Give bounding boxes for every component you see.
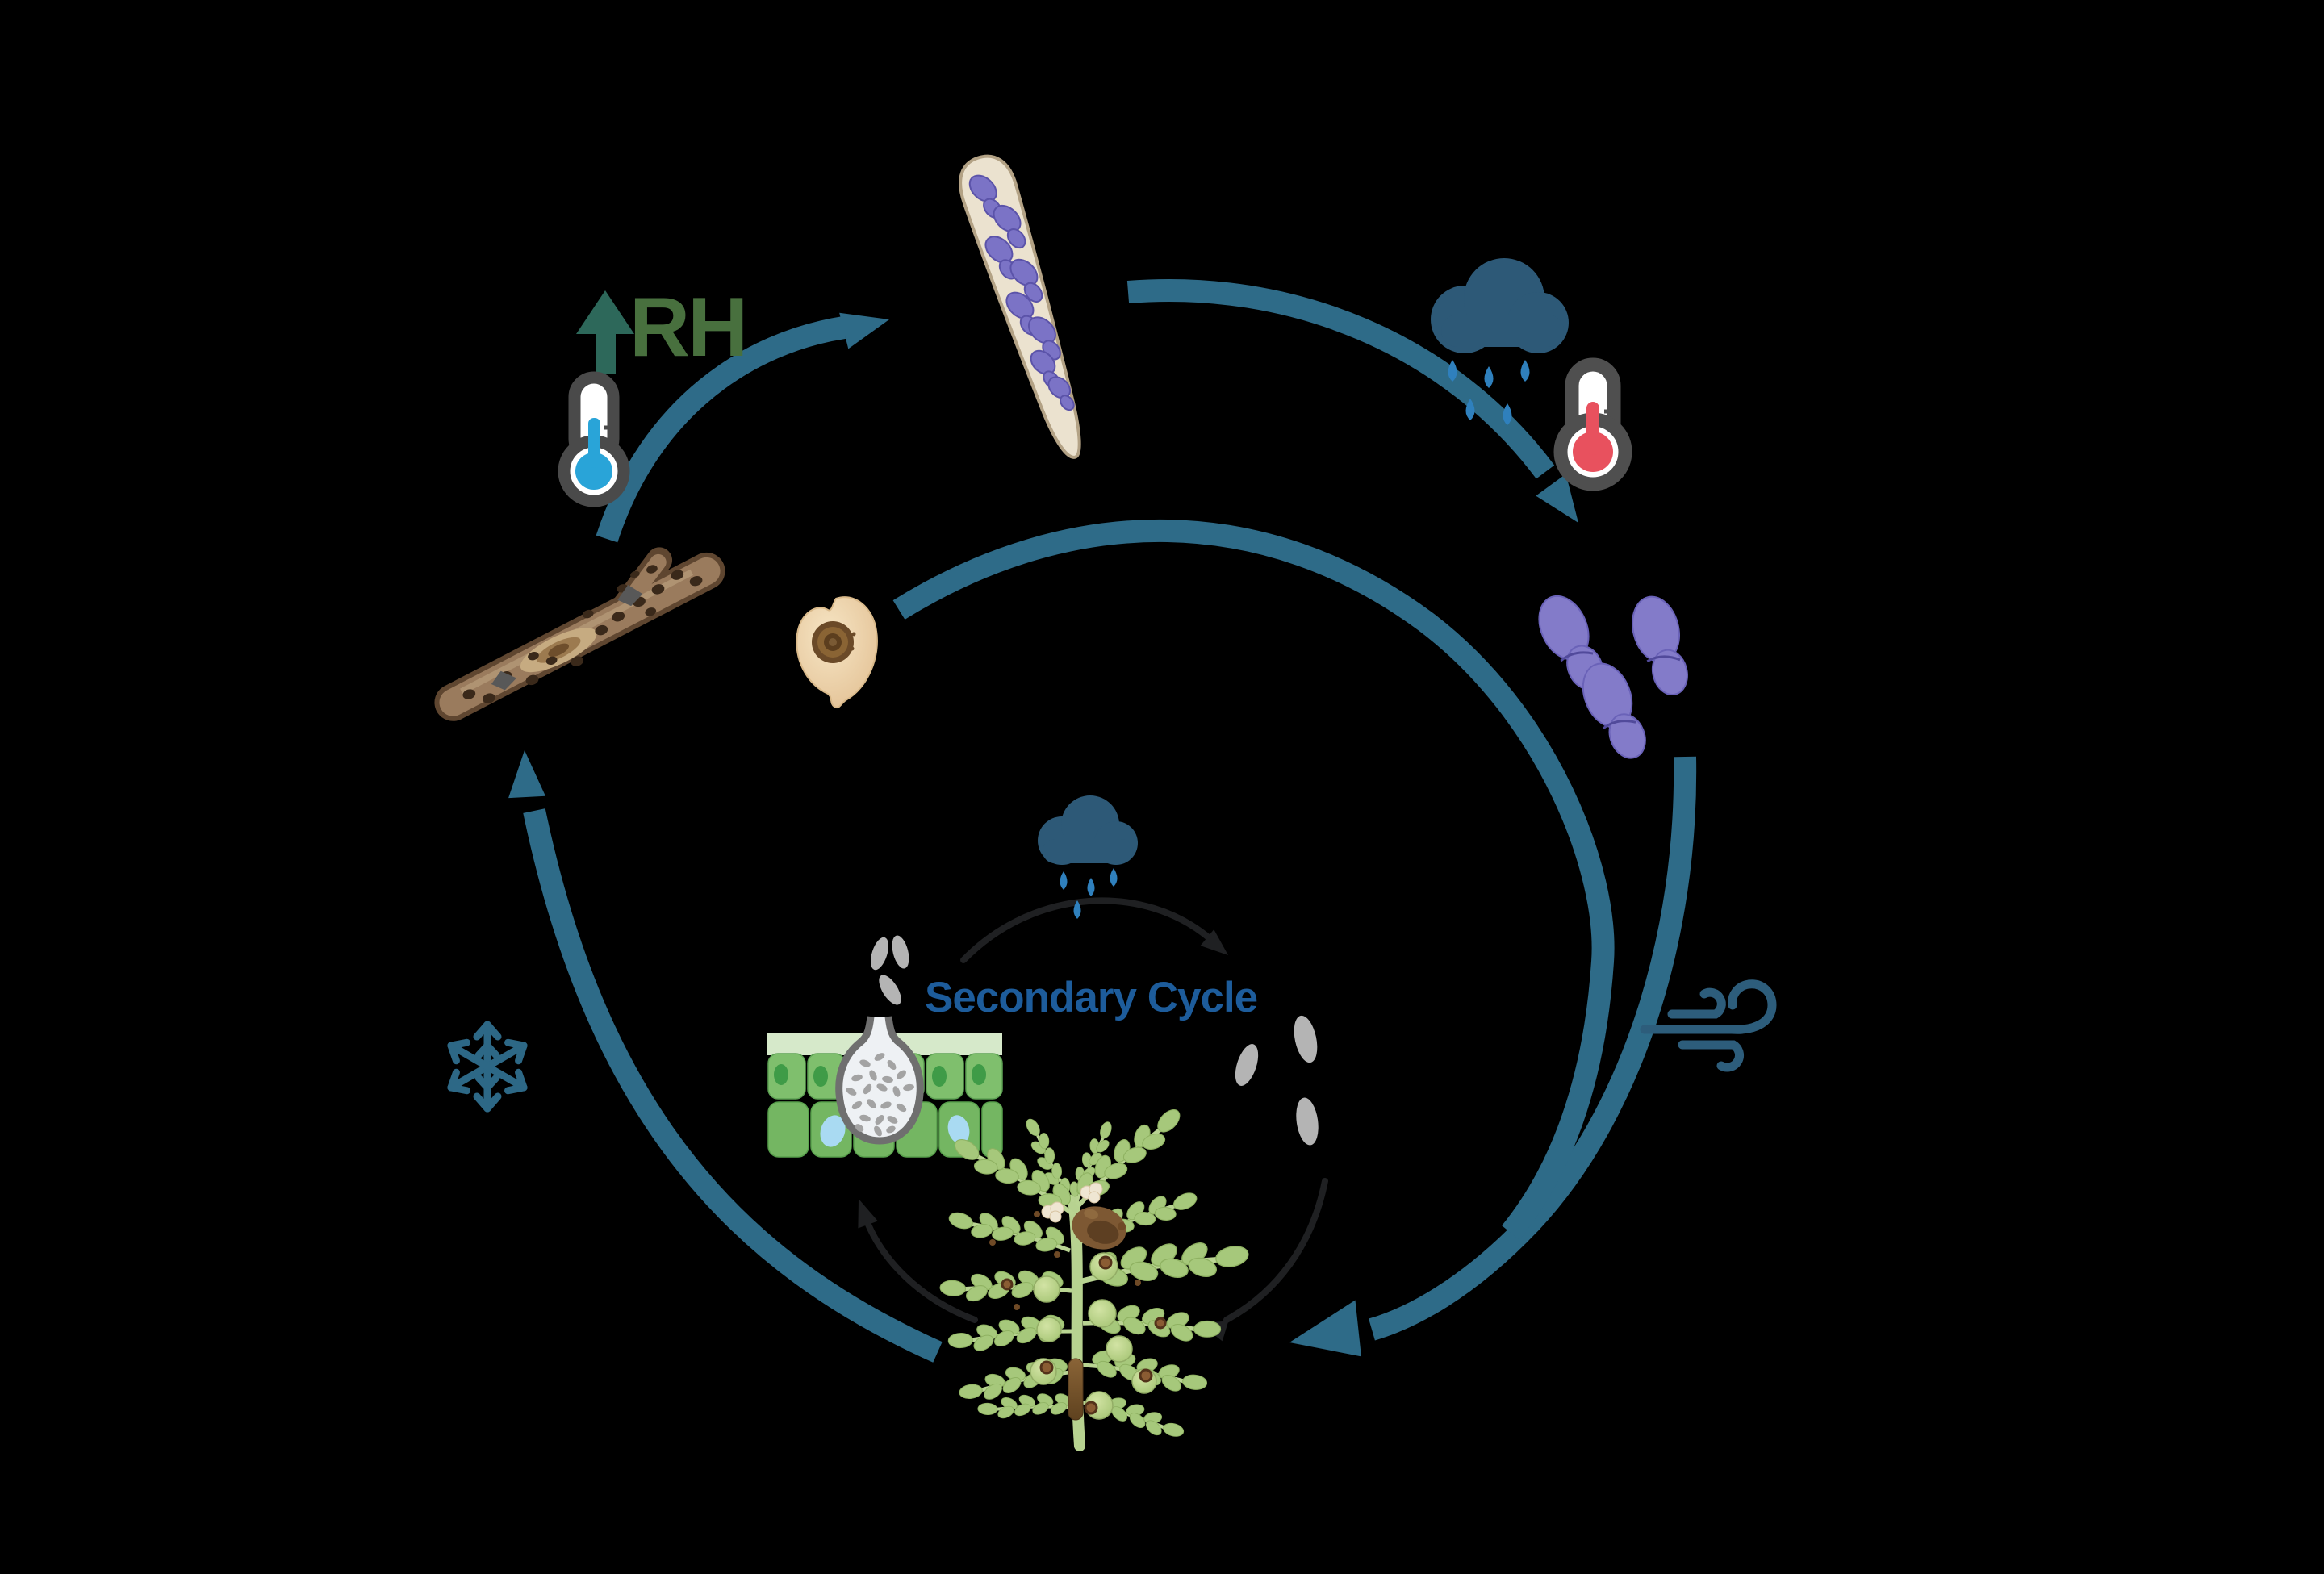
raindrops [1448,360,1530,425]
infected-plant [938,1097,1251,1451]
relative-humidity-label: RH [629,281,748,374]
infested-stubble [434,547,725,721]
arrow-plant-to-stubble [523,808,943,1363]
stem-lesion-upper [1072,1206,1126,1250]
arrow-conidia-to-plant [1223,1178,1328,1323]
conidia [1231,1013,1322,1147]
seed-lesion [812,621,856,663]
pod-lesions [1001,1255,1167,1415]
plant-flowers [1041,1182,1103,1223]
arrow-ascospores-to-plant [1368,756,1697,1341]
oozing-conidia [867,933,913,1008]
arrow-seed-to-plant [892,520,1615,1240]
arrow-plant-to-pycnidium [862,1213,978,1323]
secondary-cycle-arrows [862,897,1328,1323]
infected-seed [796,596,878,708]
stubble-lesion [520,628,597,673]
arrow-pycnidium-to-conidia [960,897,1214,963]
small-rain-cloud-icon [1038,795,1138,919]
cold-thermometer-icon [558,371,630,507]
arrow-ascus-to-ascospores [1126,278,1555,479]
up-arrow-icon [576,290,634,374]
wind-icon [1640,979,1777,1072]
stem-lesion-lower [1068,1358,1084,1421]
pycnidium [835,1016,924,1145]
pycnidium-in-leaf-tissue [767,933,1003,1158]
leaf-spots [989,1211,1141,1310]
primary-cycle-arrows [523,278,1697,1363]
warm-thermometer-icon [1553,357,1632,491]
snowflake-icon [447,1021,528,1113]
arrow-stubble-to-ascus [596,316,846,543]
released-ascospores [1528,587,1695,768]
ascospores-in-ascus [968,174,1075,411]
conidia-inside-pycnidium [846,1053,914,1137]
secondary-cycle-label: Secondary Cycle [925,974,1258,1021]
rain-cloud-icon [1431,258,1569,425]
ascus-with-ascospores [959,154,1081,459]
